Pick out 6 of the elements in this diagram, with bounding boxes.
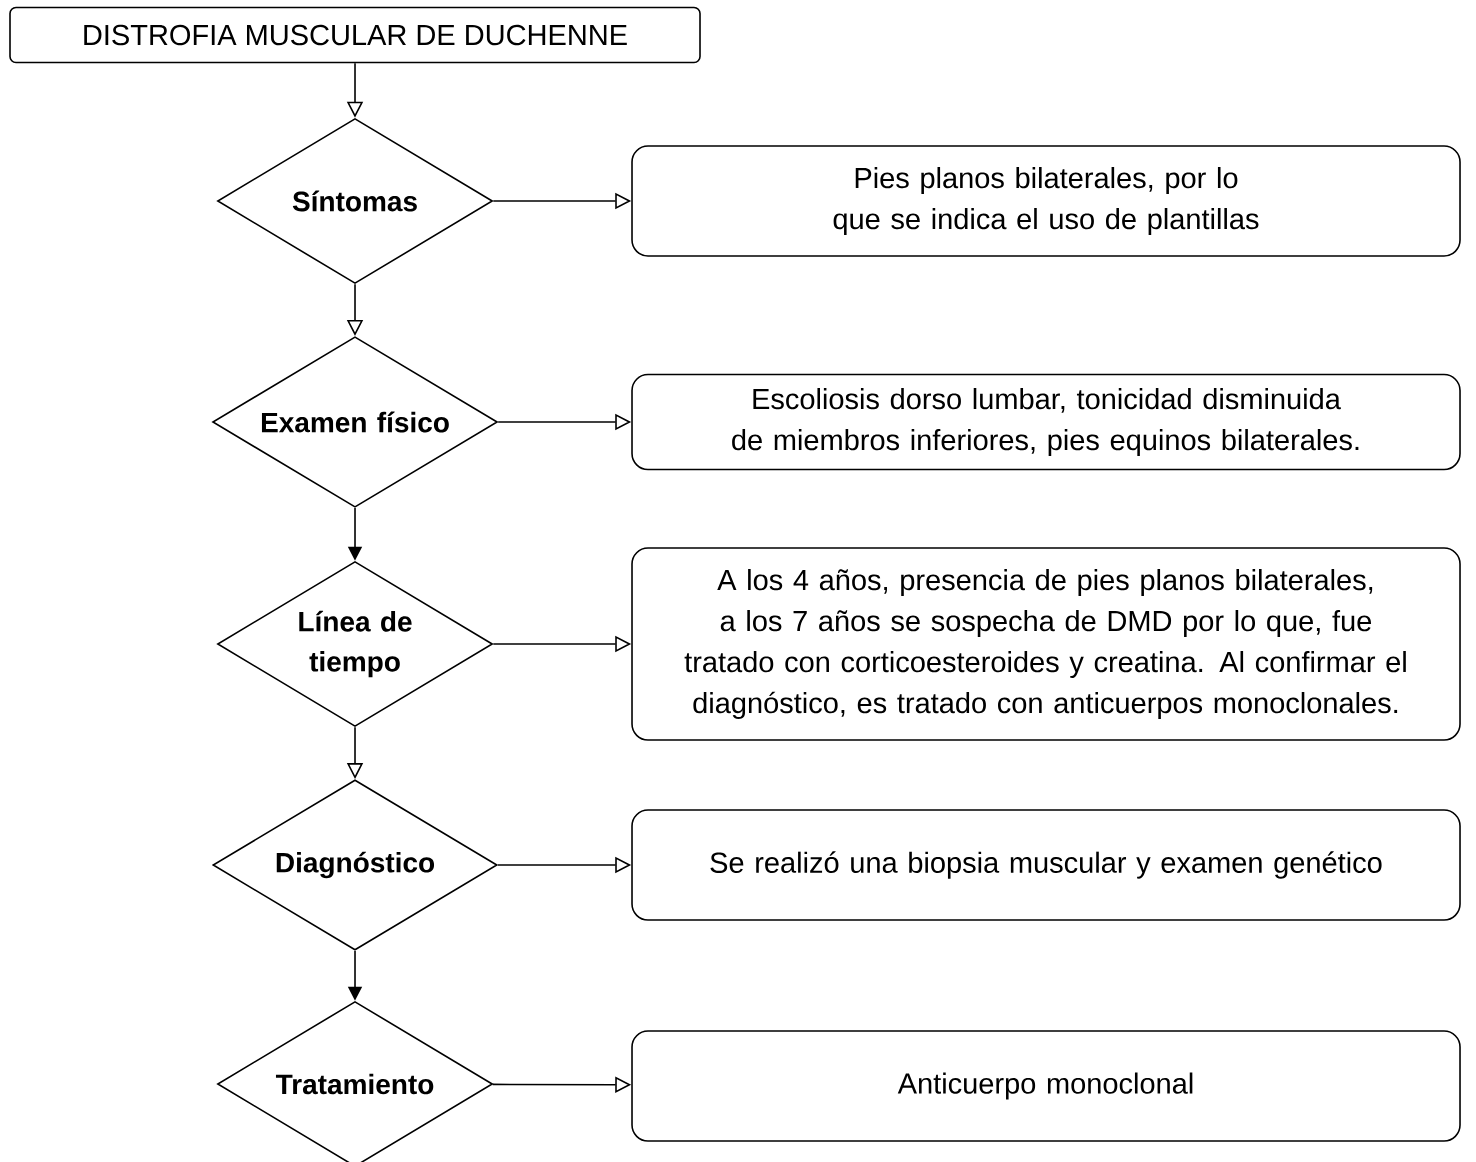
- process-box: Escoliosis dorso lumbar, tonicidad disminuida de miembros inferiores, pies equinos bilaterales.: [631, 373, 1461, 471]
- process-box: Se realizó una biopsia muscular y examen genético: [631, 809, 1461, 921]
- title-box: DISTROFIA MUSCULAR DE DUCHENNE: [9, 6, 701, 64]
- process-box: A los 4 años, presencia de pies planos bilaterales, a los 7 años se sospecha de DMD por lo que, fue tratado con corticoesteroides y creatina. Al confirmar el diagnóstico, es tratado con anticuerpos monoclonales.: [631, 547, 1461, 741]
- process-box: Anticuerpo monoclonal: [631, 1030, 1461, 1142]
- process-box: Pies planos bilaterales, por lo que se indica el uso de plantillas: [631, 145, 1461, 257]
